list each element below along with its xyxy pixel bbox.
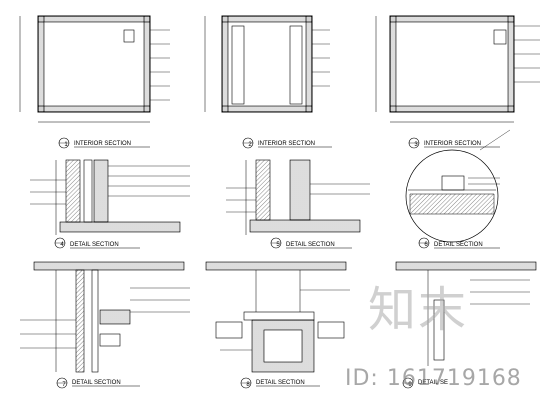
watermark-id: ID: 161719168 <box>345 366 522 391</box>
caption-view-4: 4 DETAIL SECTION <box>54 237 140 249</box>
view-title: DETAIL SECTION <box>286 242 335 248</box>
caption-view-5: 5 DETAIL SECTION <box>270 237 352 249</box>
view-title: DETAIL SECTION <box>70 242 119 248</box>
view-number: 8 <box>246 382 250 388</box>
interior-section-3 <box>375 15 540 123</box>
interior-section-2 <box>204 15 330 113</box>
watermark-logo: 知末 <box>368 282 469 338</box>
detail-section-8 <box>205 261 350 373</box>
caption-view-8: 8 DETAIL SECTION <box>240 377 320 389</box>
view-title: DETAIL SE <box>418 380 448 386</box>
view-title: DETAIL SECTION <box>72 380 121 386</box>
detail-section-9 <box>395 261 537 366</box>
detail-section-5 <box>226 159 370 235</box>
view-number: 2 <box>248 142 252 148</box>
caption-view-2: 2 INTERIOR SECTION <box>242 137 332 149</box>
view-title: INTERIOR SECTION <box>424 141 481 147</box>
view-title: DETAIL SECTION <box>434 242 483 248</box>
detail-section-7 <box>20 261 190 373</box>
view-number: 9 <box>408 382 412 388</box>
view-number: 4 <box>60 242 64 248</box>
view-number: 6 <box>424 242 428 248</box>
detail-section-4 <box>30 159 190 235</box>
interior-section-1 <box>19 15 170 123</box>
view-title: INTERIOR SECTION <box>258 141 315 147</box>
caption-view-3: 3 INTERIOR SECTION <box>408 137 500 149</box>
view-number: 3 <box>414 142 418 148</box>
caption-view-7: 7 DETAIL SECTION <box>56 377 140 389</box>
caption-view-6: 6 DETAIL SECTION <box>418 237 500 249</box>
view-number: 1 <box>64 142 68 148</box>
detail-section-6 <box>405 129 511 243</box>
view-title: DETAIL SECTION <box>256 380 305 386</box>
view-title: INTERIOR SECTION <box>74 141 131 147</box>
view-number: 7 <box>62 382 66 388</box>
caption-view-9: 9 DETAIL SE <box>402 377 448 389</box>
caption-view-1: 1 INTERIOR SECTION <box>58 137 150 149</box>
view-number: 5 <box>276 242 280 248</box>
